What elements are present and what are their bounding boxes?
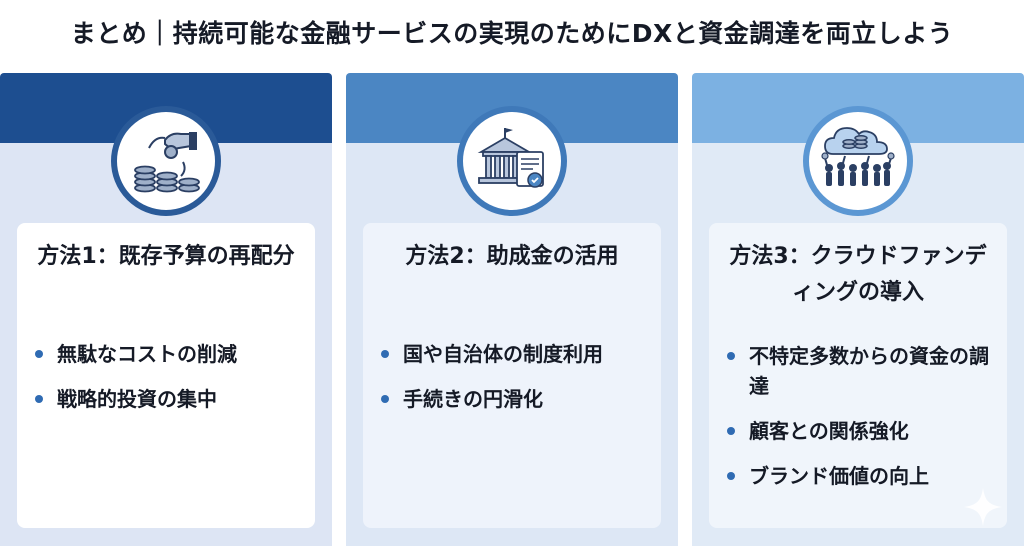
icon-badge [457,106,567,216]
coin-stacks-hand-icon [134,132,200,193]
method-heading: 方法1：既存予算の再配分 [37,244,295,269]
list-item: 無駄なコストの削減 [35,339,305,369]
panel-method-2: 方法2：助成金の活用 国や自治体の制度利用 手続きの円滑化 [346,73,678,546]
panel-method-1: 方法1：既存予算の再配分 無駄なコストの削減 戦略的投資の集中 [0,73,332,546]
list-item: 戦略的投資の集中 [35,384,305,414]
list-item: 顧客との関係強化 [727,416,997,446]
method-bullet-list: 不特定多数からの資金の調達 顧客との関係強化 ブランド価値の向上 [727,341,997,506]
page-title: まとめ｜持続可能な金融サービスの実現のためにDXと資金調達を両立しよう [70,19,954,48]
list-item: 不特定多数からの資金の調達 [727,341,997,401]
icon-badge [111,106,221,216]
method-card: 方法2：助成金の活用 国や自治体の制度利用 手続きの円滑化 [363,223,661,528]
panel-method-3: 方法3：クラウドファンディングの導入 不特定多数からの資金の調達 顧客との関係強… [692,73,1024,546]
method-heading: 方法3：クラウドファンディングの導入 [729,244,987,305]
method-card: 方法3：クラウドファンディングの導入 不特定多数からの資金の調達 顧客との関係強… [709,223,1007,528]
list-item: ブランド価値の向上 [727,461,997,491]
method-card: 方法1：既存予算の再配分 無駄なコストの削減 戦略的投資の集中 [17,223,315,528]
cloud-crowd-coins-icon [821,127,895,186]
method-heading: 方法2：助成金の活用 [405,244,619,269]
list-item: 国や自治体の制度利用 [381,339,651,369]
list-item: 手続きの円滑化 [381,384,651,414]
method-bullet-list: 無駄なコストの削減 戦略的投資の集中 [35,339,305,429]
method-bullet-list: 国や自治体の制度利用 手続きの円滑化 [381,339,651,429]
icon-badge [803,106,913,216]
government-building-certificate-icon [477,128,544,188]
sparkle-icon [964,488,1002,526]
